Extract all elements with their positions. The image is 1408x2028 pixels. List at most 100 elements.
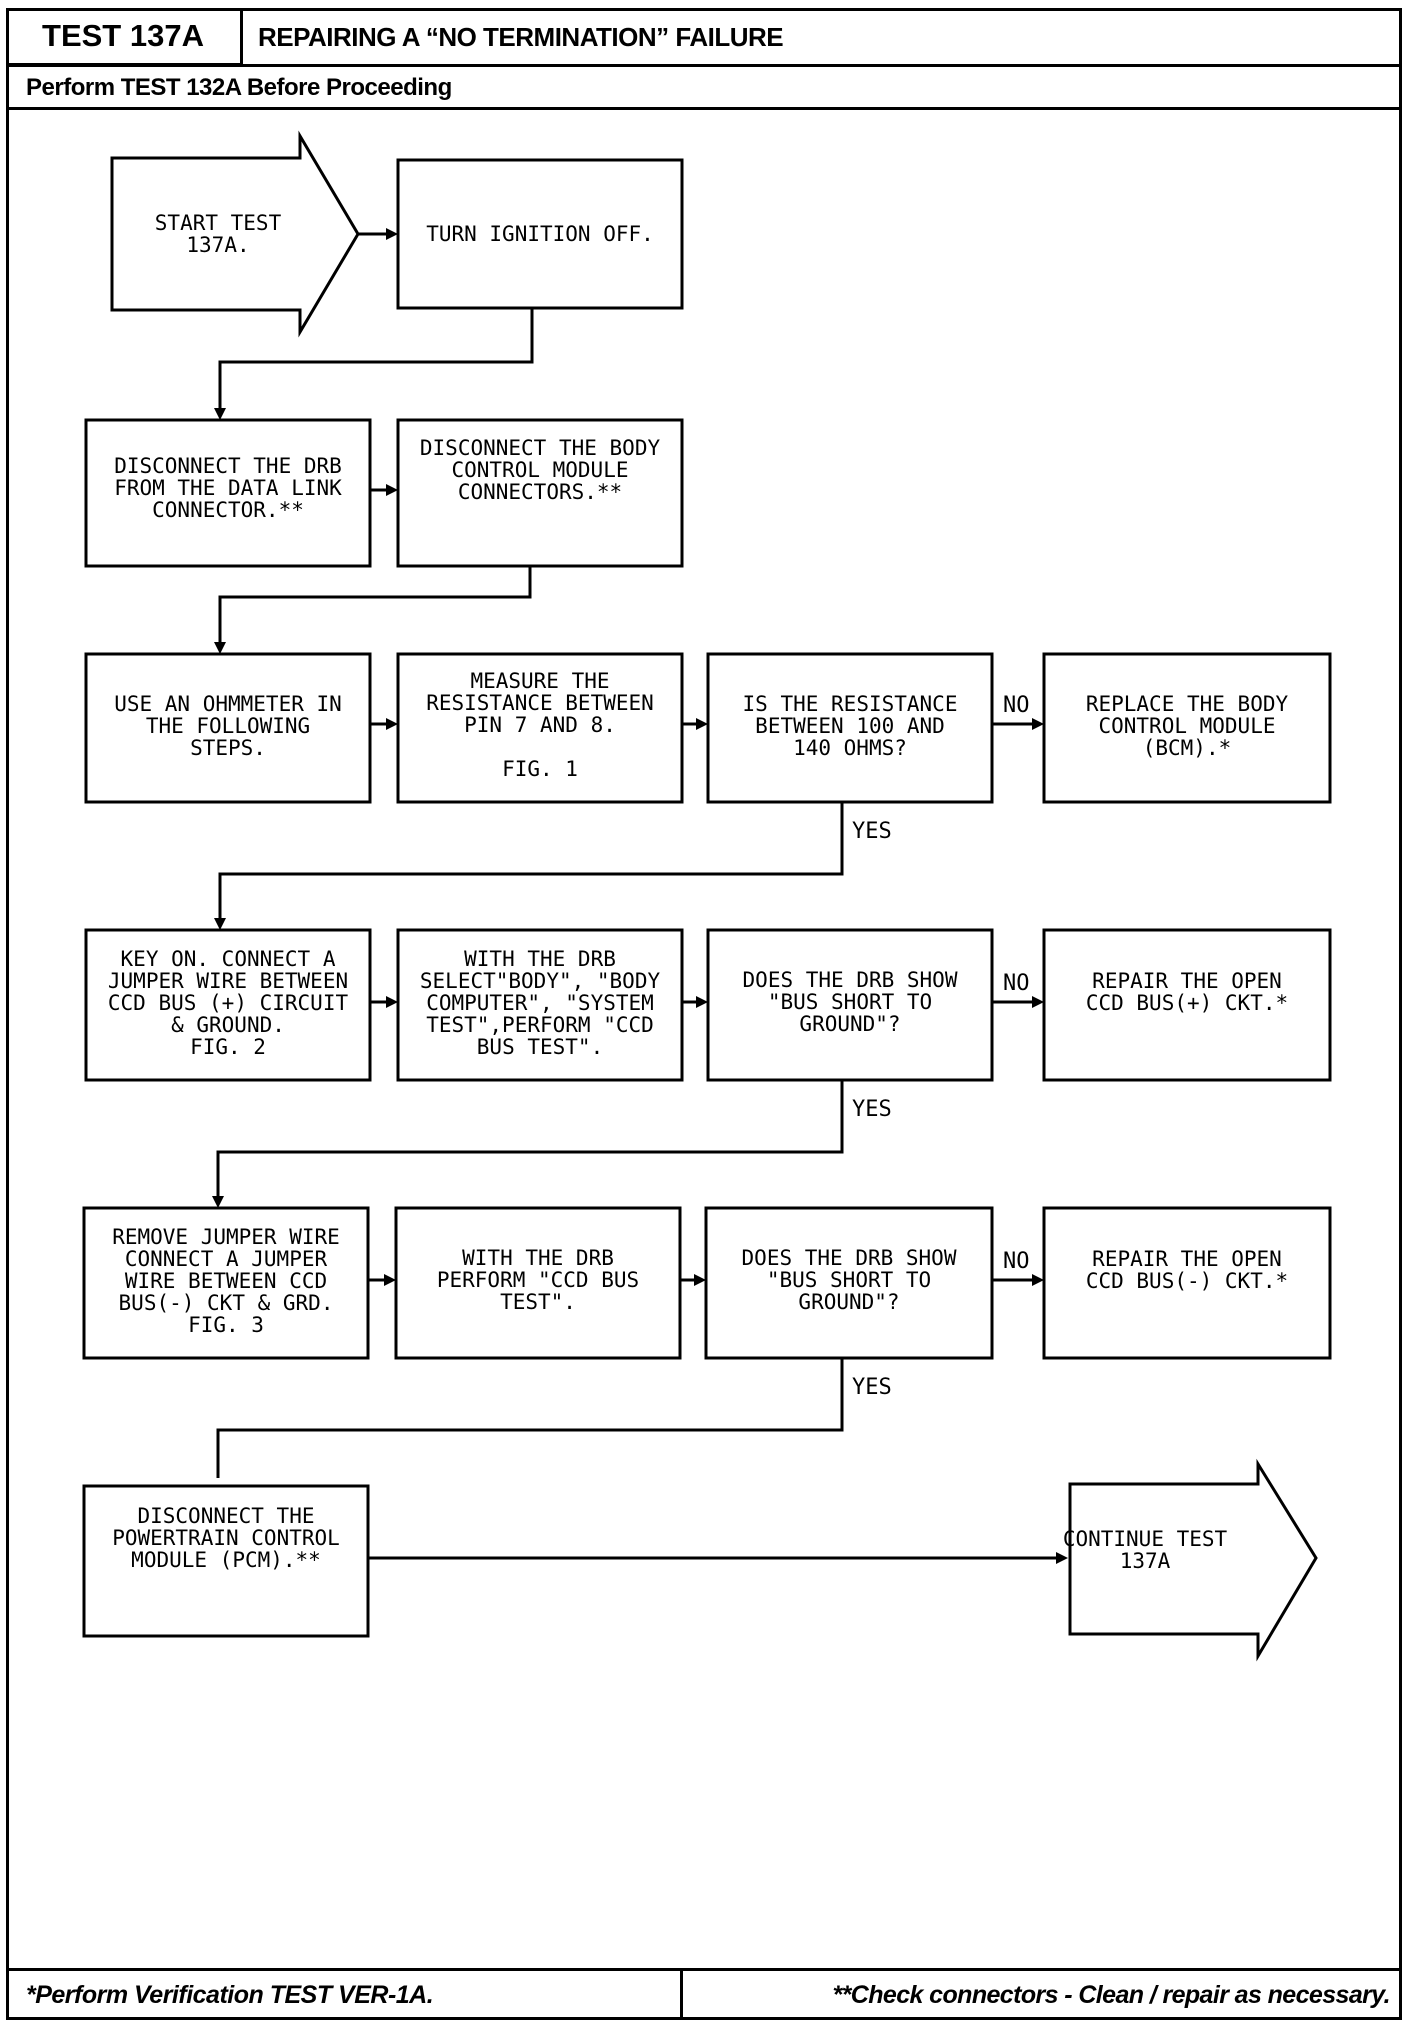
step-text-line: DOES THE DRB SHOW: [742, 1246, 957, 1270]
step-text-line: USE AN OHMMETER IN: [114, 692, 342, 716]
footer-note-connectors: **Check connectors - Clean / repair as n…: [832, 1980, 1391, 2009]
box-disconnect-drb: [84, 418, 372, 568]
step-text-line: TEST".: [500, 1290, 576, 1314]
step-text-line: BUS(-) CKT & GRD.: [119, 1291, 334, 1315]
step-text-line: DOES THE DRB SHOW: [743, 968, 958, 992]
step-text-line: CCD BUS (+) CIRCUIT: [108, 991, 349, 1015]
box-ignition-off: [396, 158, 684, 310]
step-text-line: DISCONNECT THE BODY: [420, 436, 661, 460]
step-text-line: DISCONNECT THE: [137, 1504, 314, 1528]
step-text-line: FROM THE DATA LINK: [114, 476, 342, 500]
step-text-line: FIG. 1: [502, 757, 578, 781]
step-text-line: BUS TEST".: [477, 1035, 603, 1059]
step-text-line: TEST",PERFORM "CCD: [426, 1013, 654, 1037]
step-text-line: GROUND"?: [798, 1290, 899, 1314]
box-remove-jumper: [82, 1206, 370, 1360]
step-text-line: CONNECT A JUMPER: [125, 1247, 328, 1271]
step-text-line: 140 OHMS?: [793, 736, 907, 760]
arrowhead: [386, 718, 398, 730]
step-text-line: KEY ON. CONNECT A: [121, 947, 336, 971]
step-text-line: WITH THE DRB: [464, 947, 616, 971]
connector-bcm-ohmmeter: [218, 564, 532, 646]
box-bus-short-q1: [706, 928, 994, 1082]
arrowhead: [1032, 718, 1044, 730]
header-divider-2: [6, 107, 1402, 110]
step-text-line: GROUND"?: [799, 1012, 900, 1036]
step-text-line: CONTROL MODULE: [451, 458, 628, 482]
step-text-line: CONNECTOR.**: [152, 498, 304, 522]
step-text-line: COMPUTER", "SYSTEM: [426, 991, 654, 1015]
page-title: REPAIRING A “NO TERMINATION” FAILURE: [258, 21, 784, 52]
step-text-line: REPAIR THE OPEN: [1092, 969, 1282, 993]
box-drb-select: [396, 928, 684, 1082]
step-text-line: "BUS SHORT TO: [768, 990, 932, 1014]
step-text-line: "BUS SHORT TO: [767, 1268, 931, 1292]
step-text-line: BETWEEN 100 AND: [755, 714, 945, 738]
page-subtitle: Perform TEST 132A Before Proceeding: [26, 74, 452, 101]
connector-q1-remove: [216, 1078, 844, 1200]
step-text-line: IS THE RESISTANCE: [743, 692, 958, 716]
step-text-line: CCD BUS(+) CKT.*: [1086, 991, 1288, 1015]
arrowhead: [386, 228, 398, 240]
label-no: NO: [1003, 693, 1030, 718]
arrowhead: [696, 996, 708, 1008]
connectors: [216, 232, 1060, 1560]
label-yes: YES: [852, 1097, 892, 1122]
step-text-line: CONTROL MODULE: [1098, 714, 1275, 738]
label-no: NO: [1003, 971, 1030, 996]
step-text-line: FIG. 2: [190, 1035, 266, 1059]
box-disconnect-bcm: [396, 418, 684, 568]
box-use-ohmmeter: [84, 652, 372, 804]
arrowhead: [386, 484, 398, 496]
step-text-line: WIRE BETWEEN CCD: [125, 1269, 327, 1293]
continue-arrow-shape: [1068, 1458, 1318, 1662]
arrowheads: [212, 228, 1068, 1564]
boxes: [82, 158, 1332, 1638]
step-text-line: FIG. 3: [188, 1313, 264, 1337]
header-divider: [6, 64, 1402, 67]
arrowhead: [214, 918, 226, 930]
arrowhead: [694, 1274, 706, 1286]
arrowhead: [214, 642, 226, 654]
step-text-line: REMOVE JUMPER WIRE: [112, 1225, 340, 1249]
footer-divider: [6, 1968, 1402, 1971]
step-text-line: POWERTRAIN CONTROL: [112, 1526, 340, 1550]
step-text-line: JUMPER WIRE BETWEEN: [108, 969, 348, 993]
arrowhead: [212, 1196, 224, 1208]
box-bus-short-q2: [704, 1206, 994, 1360]
step-text-line: SELECT"BODY", "BODY: [420, 969, 661, 993]
arrowhead: [1056, 1552, 1068, 1564]
label-yes: YES: [852, 819, 892, 844]
box-resistance-question: [706, 652, 994, 804]
step-text-line: CONTINUE TEST: [1063, 1527, 1228, 1551]
step-text-line: PIN 7 AND 8.: [464, 713, 616, 737]
step-text-line: REPLACE THE BODY: [1086, 692, 1289, 716]
arrowhead: [386, 996, 398, 1008]
step-text-line: CCD BUS(-) CKT.*: [1086, 1269, 1288, 1293]
box-disconnect-pcm: [82, 1484, 370, 1638]
connector-q2-pcm: [216, 1356, 844, 1478]
step-text-line: (BCM).*: [1143, 736, 1232, 760]
step-text-line: REPAIR THE OPEN: [1092, 1247, 1282, 1271]
box-measure-resistance: [396, 652, 684, 804]
box-drb-perform: [394, 1206, 682, 1360]
arrowhead: [696, 718, 708, 730]
label-no: NO: [1003, 1249, 1030, 1274]
step-text-line: PERFORM "CCD BUS: [437, 1268, 639, 1292]
step-ignition-off-text: TURN IGNITION OFF.: [426, 222, 654, 246]
